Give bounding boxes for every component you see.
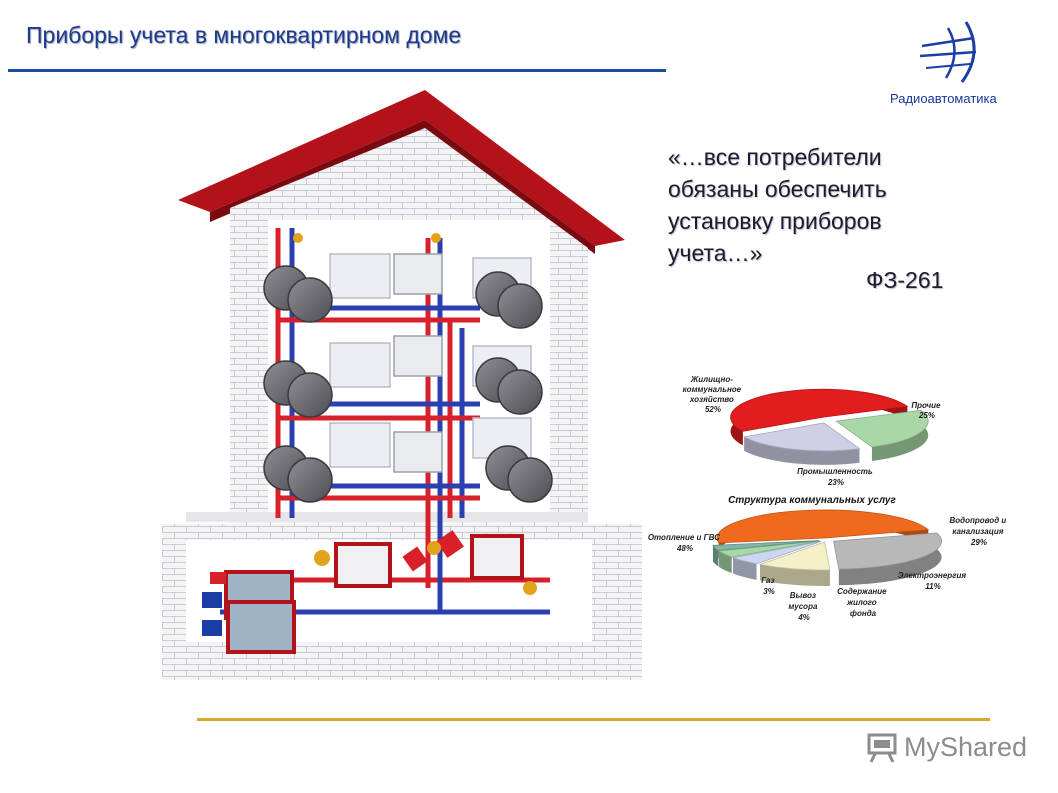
- pie1-label-industry: Промышленность 23%: [797, 467, 875, 487]
- pie2-label-gas: Газ 3%: [761, 576, 777, 596]
- pie1-label-housing: Жилищно- коммунальное хозяйство 52%: [683, 375, 744, 414]
- footer-divider: [197, 718, 990, 721]
- pie2-label-heating: Отопление и ГВС 48%: [648, 533, 722, 553]
- quote-line: установку приборов: [668, 208, 882, 234]
- watermark-text: MyShared: [904, 732, 1028, 762]
- pie2-label-water: Водопровод и канализация 29%: [950, 516, 1009, 547]
- pie-slice: [835, 409, 929, 448]
- slide-title: Приборы учета в многоквартирном доме: [26, 22, 462, 48]
- pie-slice-side: [718, 550, 732, 574]
- pie2-label-maintenance: Содержание жилого фонда: [837, 587, 889, 618]
- pie-slice-side: [744, 436, 860, 465]
- pie-slice: [717, 540, 821, 558]
- pie-slice: [716, 509, 930, 544]
- apartment-house-metering-icon: [162, 90, 642, 680]
- pie-slice: [731, 541, 822, 565]
- quote-line: учета…»: [668, 240, 763, 266]
- pie-slice: [758, 541, 831, 571]
- company-logo: Радиоавтоматика: [888, 18, 1028, 114]
- pie2-label-electricity: Электроэнергия 11%: [898, 571, 969, 591]
- myshared-logo-icon: [867, 733, 897, 763]
- law-quote: «…все потребители обязаны обеспечить уст…: [668, 141, 968, 269]
- globe-grid-icon: [919, 21, 977, 83]
- title-divider: [8, 69, 666, 72]
- communal-services-charts: Жилищно- коммунальное хозяйство 52% Проч…: [648, 375, 1009, 622]
- pie-slice: [730, 388, 909, 432]
- pie-slice-side: [733, 557, 757, 580]
- logo-text: Радиоавтоматика: [890, 91, 997, 106]
- pie2-title: Структура коммунальных услуг: [728, 495, 896, 506]
- pie-slice: [742, 422, 861, 452]
- pie-slice: [833, 532, 942, 570]
- pie-chart-total: [730, 388, 929, 465]
- pie-slice-side: [759, 564, 830, 586]
- quote-line: обязаны обеспечить: [668, 176, 887, 202]
- pie1-label-other: Прочие 25%: [911, 401, 942, 420]
- pie-chart-communal: [712, 509, 942, 586]
- pie-slice-side: [838, 532, 942, 586]
- law-reference: ФЗ-261: [866, 267, 944, 293]
- watermark: MyShared: [866, 728, 1028, 768]
- pie-slice: [712, 540, 820, 551]
- pie2-label-garbage: Вывоз мусора 4%: [788, 591, 819, 622]
- quote-line: «…все потребители: [668, 144, 882, 170]
- pie-slice-side: [871, 410, 929, 461]
- pie-slice-side: [712, 545, 719, 567]
